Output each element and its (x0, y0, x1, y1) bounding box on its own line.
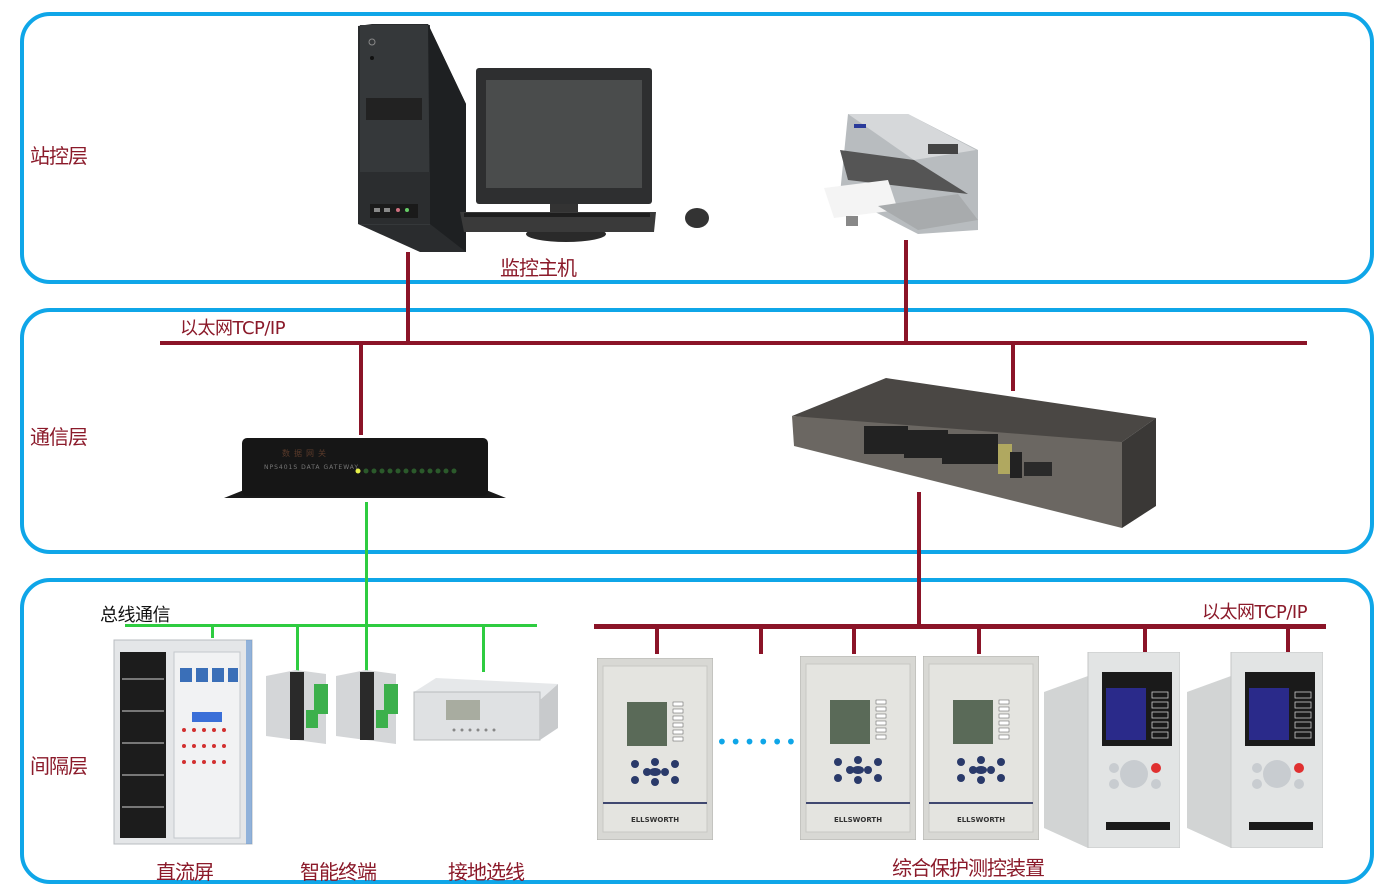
pc-tower-icon (358, 24, 468, 252)
protection-drop-6 (1286, 628, 1290, 654)
fieldbus-drop-ground (482, 626, 485, 672)
host-drop-line (406, 252, 410, 342)
gateway-drop-line (359, 343, 363, 435)
protection-drop-4 (977, 628, 981, 654)
smart-terminal-icon-1 (266, 670, 338, 744)
bay-layer-label: 间隔层 (30, 754, 88, 778)
bay-layer-box (20, 578, 1374, 884)
protection-unit-1-brand: ELLSWORTH (630, 816, 680, 824)
monitor-host-label: 监控主机 (500, 256, 577, 280)
protection-drop-5 (1143, 628, 1147, 654)
smart-terminal-icon-2 (336, 670, 408, 744)
smart-terminal-label: 智能终端 (300, 860, 377, 884)
ethernet-bottom-label: 以太网TCP/IP (1202, 602, 1308, 623)
protection-unit-3-brand: ELLSWORTH (956, 816, 1006, 824)
data-gateway-icon: 数据网关 NPS401S DATA GATEWAY (224, 436, 506, 502)
dc-panel-label: 直流屏 (156, 860, 214, 884)
protection-unit-3: ELLSWORTH (923, 656, 1039, 840)
switch-drop-line (1011, 343, 1015, 391)
protection-unit-2: ELLSWORTH (800, 656, 916, 840)
gateway-model-text: NPS401S DATA GATEWAY (264, 464, 360, 471)
protection-drop-3 (852, 628, 856, 654)
protection-unit-4 (1044, 652, 1180, 848)
protection-units-label: 综合保护测控装置 (892, 856, 1045, 880)
comm-layer-box (20, 308, 1374, 554)
comm-layer-label: 通信层 (30, 425, 88, 449)
dc-panel-icon (110, 638, 260, 850)
ground-selector-label: 接地选线 (448, 860, 525, 884)
station-layer-box (20, 12, 1374, 284)
ethernet-bus-top (160, 341, 1307, 345)
protection-unit-1: ELLSWORTH (597, 658, 713, 840)
switch-down-line (917, 492, 921, 628)
protection-drop-1 (655, 628, 659, 654)
ground-selector-icon (410, 676, 560, 744)
ellipsis-dots: •••••• (716, 730, 799, 754)
fieldbus-line (125, 624, 537, 627)
station-layer-label: 站控层 (30, 144, 88, 168)
protection-unit-2-brand: ELLSWORTH (833, 816, 883, 824)
ethernet-bus-bottom (594, 624, 1326, 629)
protection-unit-5 (1187, 652, 1323, 848)
fieldbus-label: 总线通信 (100, 605, 171, 626)
protection-drop-2 (759, 628, 763, 654)
monitor-icon (450, 66, 720, 246)
fieldbus-drop-dc (211, 626, 214, 638)
printer-icon (818, 110, 986, 234)
printer-drop-line (904, 240, 908, 342)
gateway-fieldbus-line (365, 502, 368, 672)
fieldbus-drop-terminal-1 (296, 626, 299, 672)
ethernet-top-label: 以太网TCP/IP (180, 318, 286, 339)
ethernet-switch-icon (792, 378, 1156, 530)
gateway-screen-text: 数据网关 (282, 449, 330, 458)
